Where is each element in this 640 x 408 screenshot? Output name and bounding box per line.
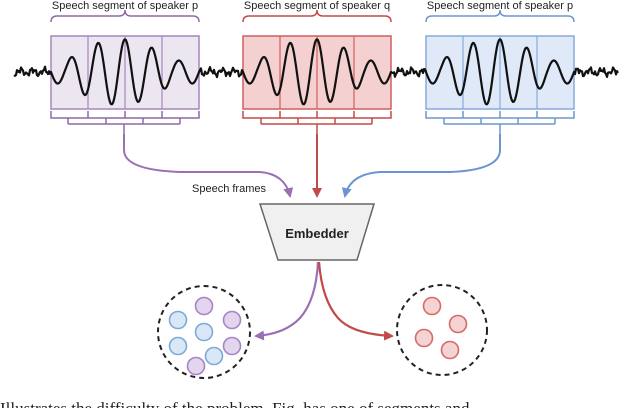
frame-brackets [425, 111, 575, 134]
frame-brackets [50, 111, 200, 134]
segment-speaker-p-right: Speech segment of speaker p [425, 0, 575, 134]
segment-top-brace [50, 9, 200, 23]
frame-brackets [242, 111, 392, 134]
embedder-trapezoid [258, 203, 376, 261]
embedding-dot-blue [204, 346, 224, 366]
output-arrow-purple [254, 261, 320, 341]
speech-waveform [13, 38, 619, 106]
flow-arrow-blue [341, 134, 501, 198]
cluster-right-boundary [396, 284, 488, 376]
embedding-dot-blue [168, 336, 188, 356]
embedding-dot-red [448, 314, 468, 334]
cluster-left-embeddings [168, 296, 242, 376]
embedding-dot-blue [194, 322, 214, 342]
segment-speaker-q: Speech segment of speaker q [242, 0, 392, 134]
flow-arrow-purple [123, 134, 294, 198]
segment-label: Speech segment of speaker p [427, 0, 573, 12]
embedding-dot-purple [222, 310, 242, 330]
segment-speaker-p-left: Speech segment of speaker p [50, 0, 200, 134]
embedder-label: Embedder [285, 226, 349, 241]
embedding-dot-purple [222, 336, 242, 356]
output-arrow-red [317, 261, 394, 341]
embedder-block: Embedder [258, 203, 376, 261]
segment-label: Speech segment of speaker q [244, 0, 390, 12]
embedding-dot-red [440, 340, 460, 360]
segment-top-brace [425, 9, 575, 23]
segment-label: Speech segment of speaker p [52, 0, 198, 12]
embedding-dot-red [414, 328, 434, 348]
caption-text: Illustrates the difficulty of the proble… [0, 399, 470, 408]
embedding-dot-purple [186, 356, 206, 376]
embedding-dot-purple [194, 296, 214, 316]
segment-top-brace [242, 9, 392, 23]
cluster-right-embeddings [414, 296, 468, 360]
embedding-dot-red [422, 296, 442, 316]
embedding-dot-blue [168, 310, 188, 330]
speech-frames-label: Speech frames [192, 183, 266, 195]
cluster-left-boundary [157, 285, 251, 379]
